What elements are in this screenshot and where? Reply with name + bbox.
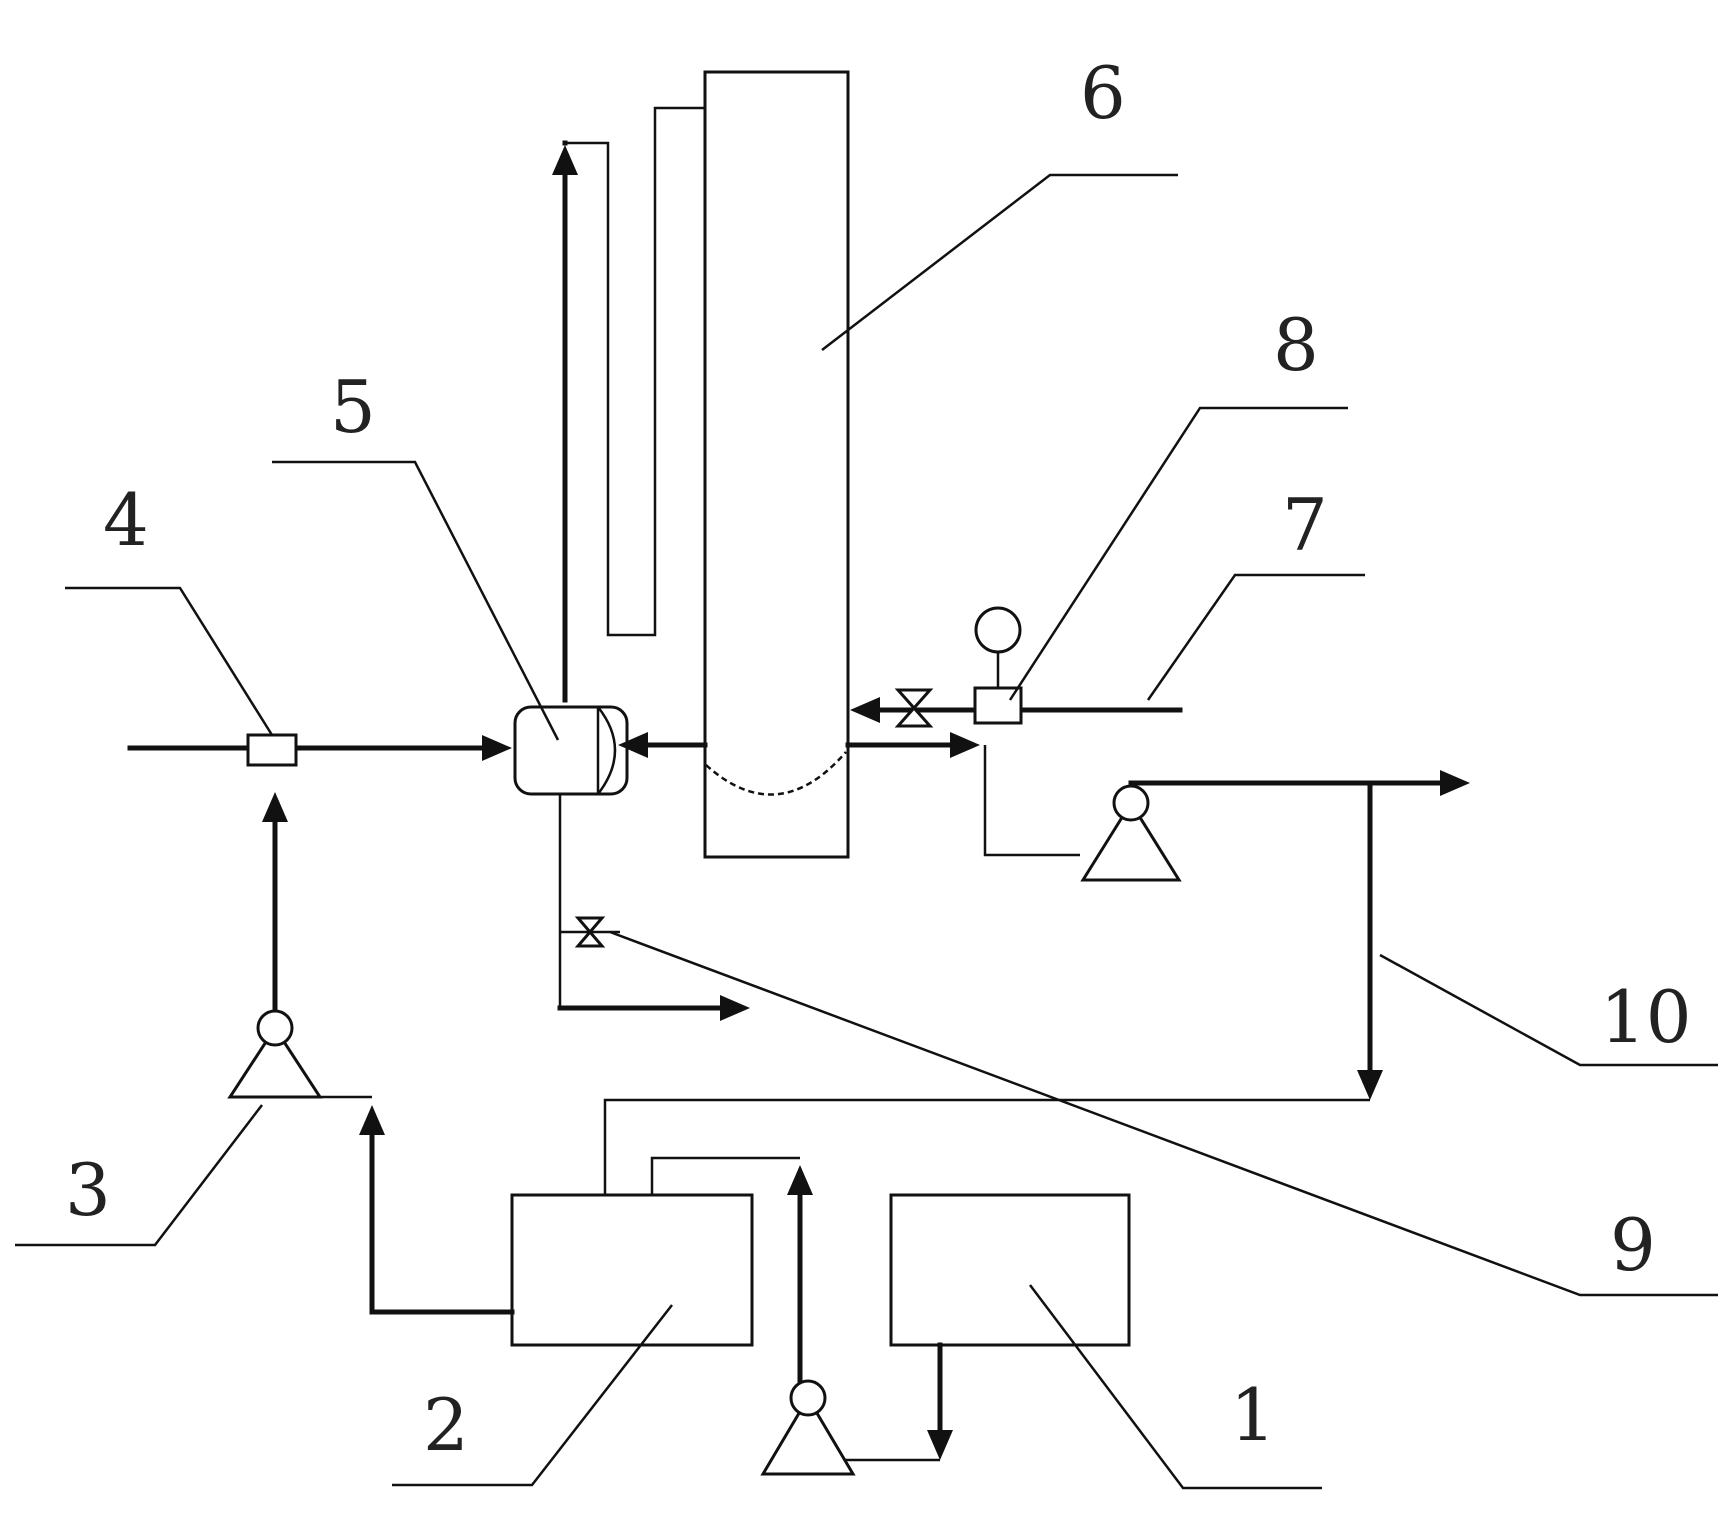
heat-exchanger-5 (513, 705, 629, 796)
pump3-discharge-arrow (262, 792, 288, 822)
feed-arrow (482, 735, 512, 761)
leader-8 (1008, 406, 1348, 701)
label-6: 6 (1080, 51, 1126, 135)
bottoms-to-exchanger-arrow (618, 732, 648, 758)
pump-3-head (256, 1009, 294, 1047)
leader-10 (1379, 953, 1718, 1067)
control-valve-actuator (974, 606, 1022, 654)
label-5: 5 (330, 365, 376, 449)
pump-right-discharge-arrow (1440, 770, 1470, 796)
label-4: 4 (103, 478, 149, 562)
pump-right-head (1112, 784, 1150, 822)
bottom-pump-discharge-arrow (787, 1165, 813, 1195)
flow-meter-4 (246, 733, 298, 767)
exchanger-drain-arrow (720, 995, 750, 1021)
leader-9 (609, 930, 1718, 1297)
pump-right (1080, 800, 1182, 882)
leader-2 (392, 1304, 673, 1487)
overhead-arrow (552, 145, 578, 175)
label-3: 3 (65, 1148, 111, 1232)
bottom-pump-head (789, 1379, 827, 1417)
leader-3 (15, 1104, 263, 1247)
tank2-to-pump3-line (369, 1132, 515, 1315)
label-9: 9 (1610, 1203, 1656, 1287)
tank2-to-pump3-arrow (359, 1105, 385, 1135)
label-10: 10 (1600, 975, 1692, 1059)
leader-4 (65, 586, 274, 736)
tank1-outlet-arrow (927, 1430, 953, 1460)
tank-1 (889, 1193, 1131, 1347)
leader-7 (1146, 573, 1365, 701)
label-8: 8 (1273, 303, 1319, 387)
column-bottom-interface (705, 751, 847, 796)
label-2: 2 (423, 1383, 469, 1467)
leader-5 (272, 460, 560, 741)
label-7: 7 (1282, 483, 1328, 567)
leader-1 (1029, 1284, 1322, 1490)
leader-6 (821, 173, 1178, 351)
column-u-tube (565, 106, 705, 637)
recycle-to-tank-2 (603, 1098, 1370, 1195)
recycle-arrow (1357, 1070, 1383, 1100)
label-1: 1 (1230, 1373, 1276, 1457)
steam-valve (894, 688, 934, 728)
heat-exchanger-head (596, 706, 617, 795)
steam-inlet-arrow (850, 697, 880, 723)
pump-3 (227, 1025, 323, 1099)
side-draw-arrow (950, 732, 980, 758)
side-draw-to-pump (983, 745, 1080, 857)
tank-2 (510, 1193, 754, 1347)
bottom-pump (760, 1395, 856, 1476)
bottom-pump-to-tank-2 (650, 1156, 800, 1195)
column-6 (703, 70, 850, 859)
